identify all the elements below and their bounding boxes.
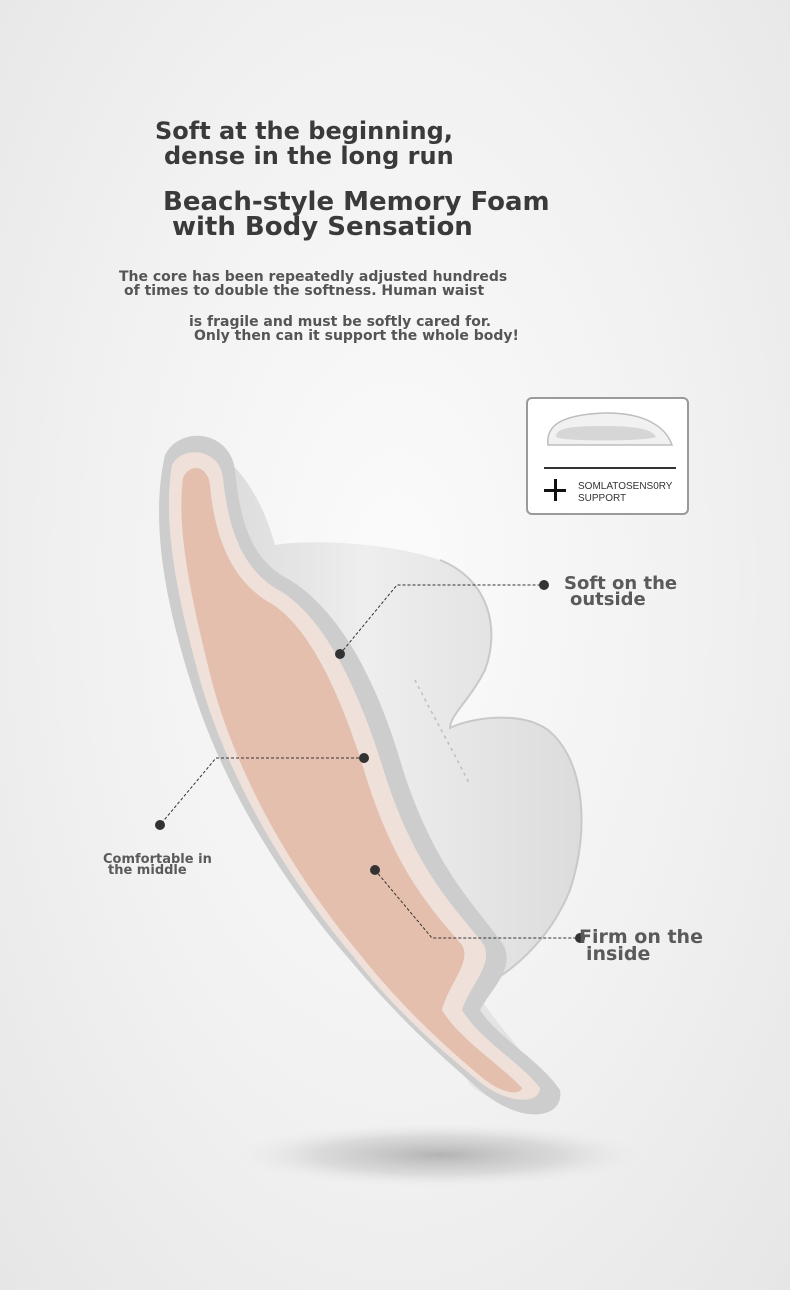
callout-dot-middle-end — [155, 820, 165, 830]
callout-line-inside — [374, 869, 580, 939]
callout-line-middle — [159, 757, 364, 826]
description-line-4: Only then can it support the whole body! — [194, 328, 519, 344]
pillow-edge — [439, 559, 583, 991]
callout-middle-line-1: Comfortable in — [103, 852, 212, 867]
callout-dot-inside-start — [370, 865, 380, 875]
callout-inside-line-2: inside — [586, 943, 651, 965]
badge-label-line-2: SUPPORT — [578, 493, 627, 504]
badge-label: SOMLATOSENS0RY SUPPORT — [578, 481, 672, 505]
callout-label-middle: Comfortable in the middle — [103, 852, 212, 878]
callout-line-outside — [339, 584, 544, 655]
callout-label-inside: Firm on the inside — [579, 926, 703, 965]
callout-dot-outside-end — [539, 580, 549, 590]
badge-label-line-1: SOMLATOSENS0RY — [578, 481, 673, 492]
somatosensory-badge: SOMLATOSENS0RY SUPPORT — [526, 397, 689, 515]
pillow-shadow — [235, 1123, 645, 1187]
foam-profile-icon — [547, 412, 674, 446]
badge-divider — [544, 467, 676, 469]
headline-line-2: dense in the long run — [164, 142, 454, 170]
headline-line-1: Soft at the beginning, — [155, 117, 453, 145]
callout-outside-line-1: Soft on the — [564, 573, 678, 594]
callout-dot-outside-start — [335, 649, 345, 659]
callout-dot-middle-start — [359, 753, 369, 763]
foam-core — [181, 468, 522, 1093]
callout-dot-inside-end — [575, 933, 585, 943]
product-name-line-2: with Body Sensation — [172, 212, 473, 242]
description-line-3: is fragile and must be softly cared for. — [189, 314, 492, 330]
callout-outside-line-2: outside — [570, 589, 646, 610]
callout-label-outside: Soft on the outside — [564, 573, 678, 610]
pillow-illustration — [155, 435, 645, 1187]
product-name-line-1: Beach-style Memory Foam — [163, 187, 550, 217]
callout-middle-line-2: the middle — [108, 863, 187, 878]
plus-icon — [544, 479, 566, 501]
callout-inside-line-1: Firm on the — [579, 926, 703, 948]
description-line-2: of times to double the softness. Human w… — [124, 283, 485, 299]
description-line-1: The core has been repeatedly adjusted hu… — [119, 269, 508, 285]
